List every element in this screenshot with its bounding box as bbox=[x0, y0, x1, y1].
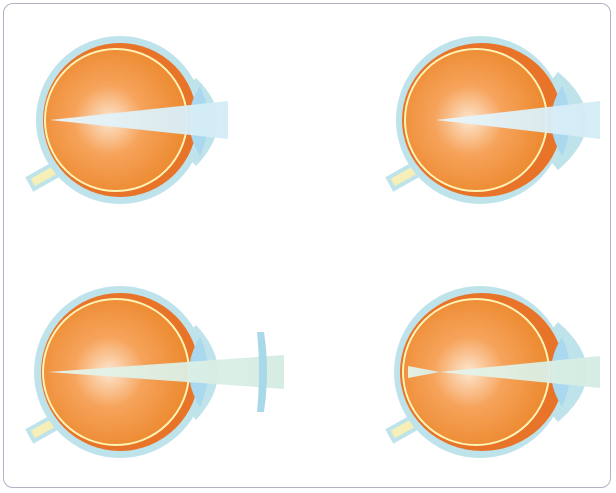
eye-bottom-left bbox=[28, 286, 284, 458]
eye-top-right bbox=[388, 36, 600, 204]
eye-top-left bbox=[28, 36, 228, 204]
eye-bottom-right bbox=[388, 286, 600, 458]
